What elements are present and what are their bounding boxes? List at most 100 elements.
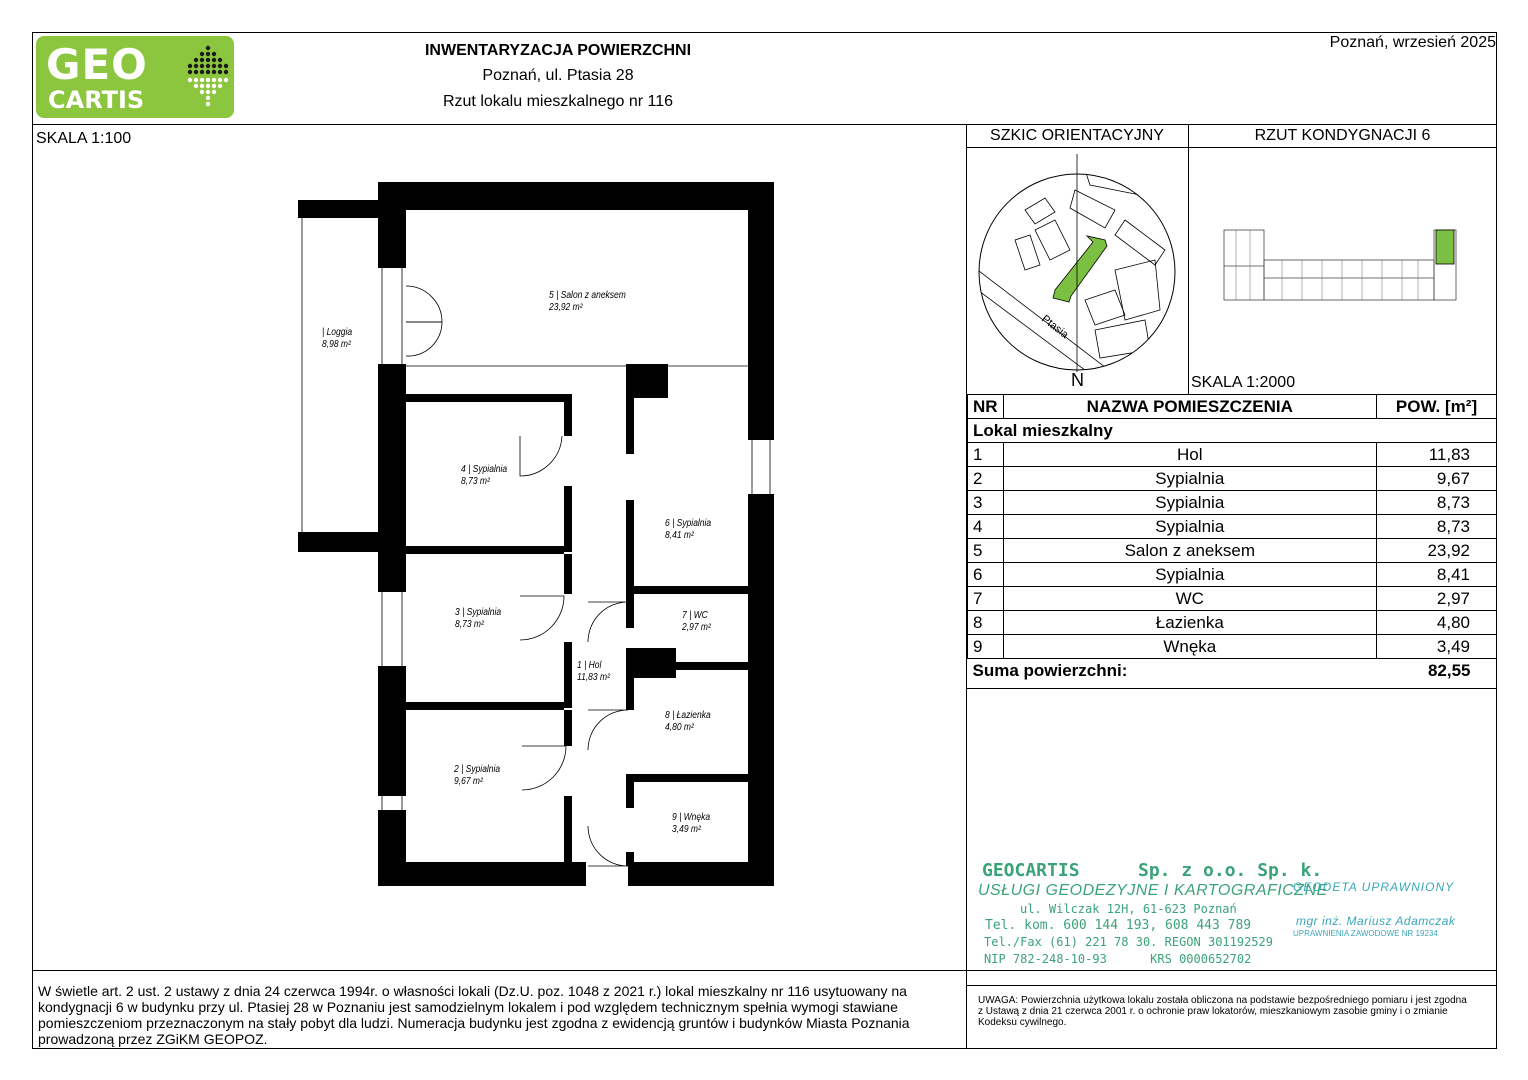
- room-name: Łazienka: [676, 710, 711, 721]
- table-header-row: NR NAZWA POMIESZCZENIA POW. [m²]: [967, 394, 1497, 419]
- row-nr: 6: [967, 562, 1004, 587]
- area-note: UWAGA: Powierzchnia użytkowa lokalu zost…: [978, 995, 1467, 1028]
- floor-overview: [1223, 229, 1457, 301]
- room-area: 8,73 m²: [455, 619, 484, 630]
- row-name: Sypialnia: [1002, 514, 1378, 539]
- logo-dot-icon: [187, 45, 229, 107]
- stamp-services: USŁUGI GEODEZYJNE I KARTOGRAFICZNE: [978, 882, 1328, 899]
- row-nr: 3: [967, 490, 1004, 515]
- room-number: 6: [665, 518, 670, 529]
- room-area: 23,92 m²: [549, 302, 583, 313]
- room-name: Hol: [588, 660, 602, 671]
- section-label: Lokal mieszkalny: [967, 418, 1497, 443]
- logo-text-cartis: CARTIS: [48, 86, 145, 114]
- company-logo: GEO CARTIS: [36, 36, 234, 118]
- row-area: 3,49: [1376, 634, 1497, 659]
- row-name: Sypialnia: [1002, 466, 1378, 491]
- row-nr: 4: [967, 514, 1004, 539]
- floor-scale: SKALA 1:2000: [1191, 374, 1296, 391]
- room-number: 3: [455, 607, 460, 618]
- row-nr: 2: [967, 466, 1004, 491]
- row-nr: 5: [967, 538, 1004, 563]
- room-area: 8,98 m²: [322, 339, 351, 350]
- stamp-address: ul. Wilczak 12H, 61-623 Poznań: [1020, 902, 1237, 916]
- row-area: 9,67: [1376, 466, 1497, 491]
- row-name: Sypialnia: [1002, 562, 1378, 587]
- room-number: 8: [665, 710, 670, 721]
- sum-label: Suma powierzchni:: [972, 660, 1128, 680]
- room-name: WC: [693, 610, 708, 621]
- row-area: 2,97: [1376, 586, 1497, 611]
- room-name: Salon z aneksem: [560, 290, 626, 301]
- floor-title: RZUT KONDYGNACJI 6: [1254, 127, 1431, 144]
- header-divider: [32, 124, 1497, 125]
- row-area: 4,80: [1376, 610, 1497, 635]
- room-area: 4,80 m²: [665, 722, 694, 733]
- panel-divider: [966, 124, 967, 1049]
- room-area: 3,49 m²: [672, 824, 701, 835]
- north-label: N: [1071, 370, 1084, 390]
- stamp-fax: Tel./Fax (61) 221 78 30. REGON 301192529: [984, 935, 1273, 949]
- sheet-frame: [32, 32, 1497, 1049]
- document-date: Poznań, wrzesień 2025: [1329, 34, 1496, 51]
- row-nr: 8: [967, 610, 1004, 635]
- table-section-row: Lokal mieszkalny: [967, 418, 1497, 443]
- header-area: POW. [m²]: [1376, 394, 1497, 419]
- surveyor-name: mgr inż. Mariusz Adamczak: [1296, 914, 1456, 928]
- note-top-line: [966, 985, 1497, 986]
- row-area: 8,73: [1376, 514, 1497, 539]
- room-area: 2,97 m²: [682, 622, 711, 633]
- header-nr: NR: [967, 394, 1004, 419]
- row-name: Sypialnia: [1002, 490, 1378, 515]
- surveyor-license: UPRAWNIENIA ZAWODOWE NR 19234: [1293, 929, 1438, 938]
- footer-divider: [32, 970, 1497, 971]
- room-number: 9: [672, 812, 677, 823]
- orientation-sketch: Ptasia N: [978, 154, 1176, 390]
- logo-text-geo: GEO: [46, 40, 148, 89]
- building-highlight: [1052, 235, 1108, 303]
- room-name: Sypialnia: [472, 464, 508, 475]
- room-name: Sypialnia: [465, 764, 501, 775]
- room-name: Sypialnia: [676, 518, 712, 529]
- header-name: NAZWA POMIESZCZENIA: [1002, 394, 1378, 419]
- row-name: Łazienka: [1002, 610, 1378, 635]
- sketch-floor-divider: [1188, 124, 1189, 394]
- sketch-title: SZKIC ORIENTACYJNY: [990, 127, 1164, 144]
- row-name: Salon z aneksem: [1002, 538, 1378, 563]
- plan-scale: SKALA 1:100: [36, 130, 132, 147]
- room-number: 5: [549, 290, 554, 301]
- room-area: 9,67 m²: [454, 776, 483, 787]
- room-number: 4: [461, 464, 466, 475]
- document-address: Poznań, ul. Ptasia 28: [482, 67, 634, 84]
- stamp-company: GEOCARTIS: [982, 860, 1080, 881]
- surveyor-title: GEODETA UPRAWNIONY: [1293, 880, 1455, 894]
- row-nr: 7: [967, 586, 1004, 611]
- stamp-phones: Tel. kom. 600 144 193, 608 443 789: [985, 918, 1252, 933]
- legal-statement: W świetle art. 2 ust. 2 ustawy z dnia 24…: [38, 983, 910, 1047]
- room-number: 2: [454, 764, 459, 775]
- room-name: Loggia: [326, 327, 353, 338]
- row-area: 8,41: [1376, 562, 1497, 587]
- stamp-nip: NIP 782-248-10-93 KRS 0000652702: [984, 952, 1252, 966]
- room-name: Sypialnia: [466, 607, 502, 618]
- sum-value: 82,55: [1427, 660, 1471, 680]
- rooms-table: NR NAZWA POMIESZCZENIA POW. [m²] Lokal m…: [967, 394, 1497, 682]
- room-area: 11,83 m²: [577, 672, 610, 683]
- row-name: Hol: [1002, 442, 1378, 467]
- room-number: 7: [682, 610, 687, 621]
